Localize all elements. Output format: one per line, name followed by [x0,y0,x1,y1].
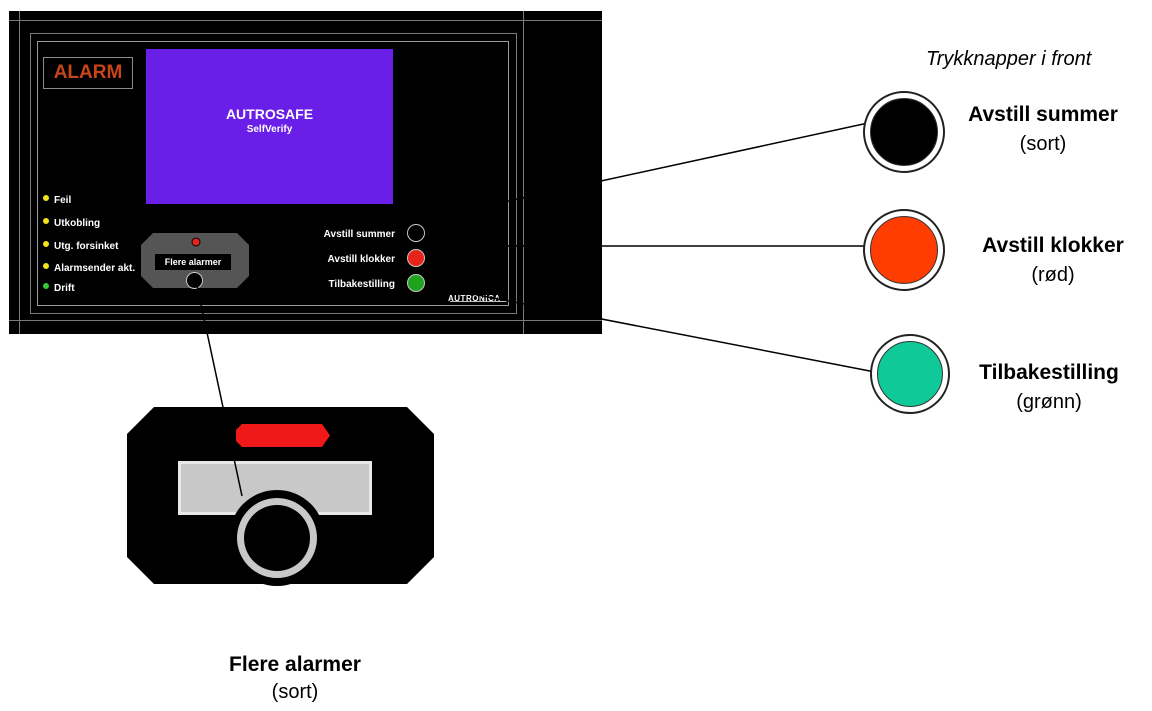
indicator-label: Drift [54,283,75,294]
flere-alarmer-button-large[interactable] [227,488,327,588]
indicator-utkobling: Utkobling [43,218,100,230]
panel-label-avstill-summer: Avstill summer [323,229,395,240]
panel-button-avstill-summer[interactable] [407,224,425,242]
callout-button-avstill-klokker [863,209,945,291]
indicator-utg-forsinket: Utg. forsinket [43,241,118,253]
panel-button-avstill-klokker[interactable] [407,249,425,267]
callout-name: Tilbakestilling [979,361,1119,384]
indicator-label: Utkobling [54,218,101,229]
caption-text: Trykknapper i front [926,48,1092,70]
led-icon [43,283,49,290]
panel-frame-line [19,11,20,334]
indicator-drift: Drift [43,283,75,295]
flere-alarmer-led-large [236,424,330,447]
indicator-alarmsender: Alarmsender akt. [43,263,135,275]
autronica-logo: AUTRONICA [448,294,507,303]
display-screen: AUTROSAFE SelfVerify [146,49,393,204]
screen-title: AUTROSAFE [225,106,314,122]
panel-inner-border [516,33,517,314]
panel-button-flere-alarmer[interactable] [186,272,203,289]
brand-text: AUTRONICA [448,294,501,303]
led-icon [43,241,49,248]
panel-frame-line [9,320,602,321]
indicator-label: Utg. forsinket [54,241,119,252]
leader-line-flere [195,280,243,497]
panel-inner-border [30,313,516,314]
screen-subtitle: SelfVerify [246,124,293,135]
led-icon [43,218,49,225]
callout-color: (sort) [271,681,319,703]
panel-label-tilbakestilling: Tilbakestilling [328,279,396,290]
led-icon [43,263,49,270]
indicator-feil: Feil [43,195,71,207]
panel-frame-line [523,11,524,334]
indicator-label: Feil [54,195,72,206]
led-icon [43,195,49,202]
callout-label-tilbakestilling: Tilbakestilling (grønn) [954,361,1144,414]
panel-frame-line [9,20,602,21]
panel-inner-border [37,41,38,306]
alarm-indicator: ALARM [43,57,133,89]
leader-line-tilbake [425,284,876,373]
callout-name: Flere alarmer [229,653,361,676]
callout-label-flere-alarmer: Flere alarmer (sort) [180,653,410,704]
callout-name: Avstill summer [968,103,1118,126]
panel-label-avstill-klokker: Avstill klokker [327,254,395,265]
flere-alarmer-small-label: Flere alarmer [155,254,231,270]
callout-name: Avstill klokker [982,234,1124,257]
panel-inner-border [37,305,509,306]
callout-label-avstill-summer: Avstill summer (sort) [946,103,1140,156]
leader-line-summer [425,122,869,220]
callout-color: (rød) [1031,264,1075,286]
callout-color: (grønn) [1016,391,1082,413]
callout-label-avstill-klokker: Avstill klokker (rød) [958,234,1148,287]
panel-inner-border [30,33,516,34]
indicator-label: Alarmsender akt. [54,263,136,274]
panel-button-tilbakestilling[interactable] [407,274,425,292]
panel-inner-border [30,33,31,314]
panel-inner-border [508,41,509,306]
callout-button-tilbakestilling [870,334,950,414]
callout-color: (sort) [1019,133,1067,155]
callout-button-avstill-summer [863,91,945,173]
panel-inner-border [37,41,509,42]
